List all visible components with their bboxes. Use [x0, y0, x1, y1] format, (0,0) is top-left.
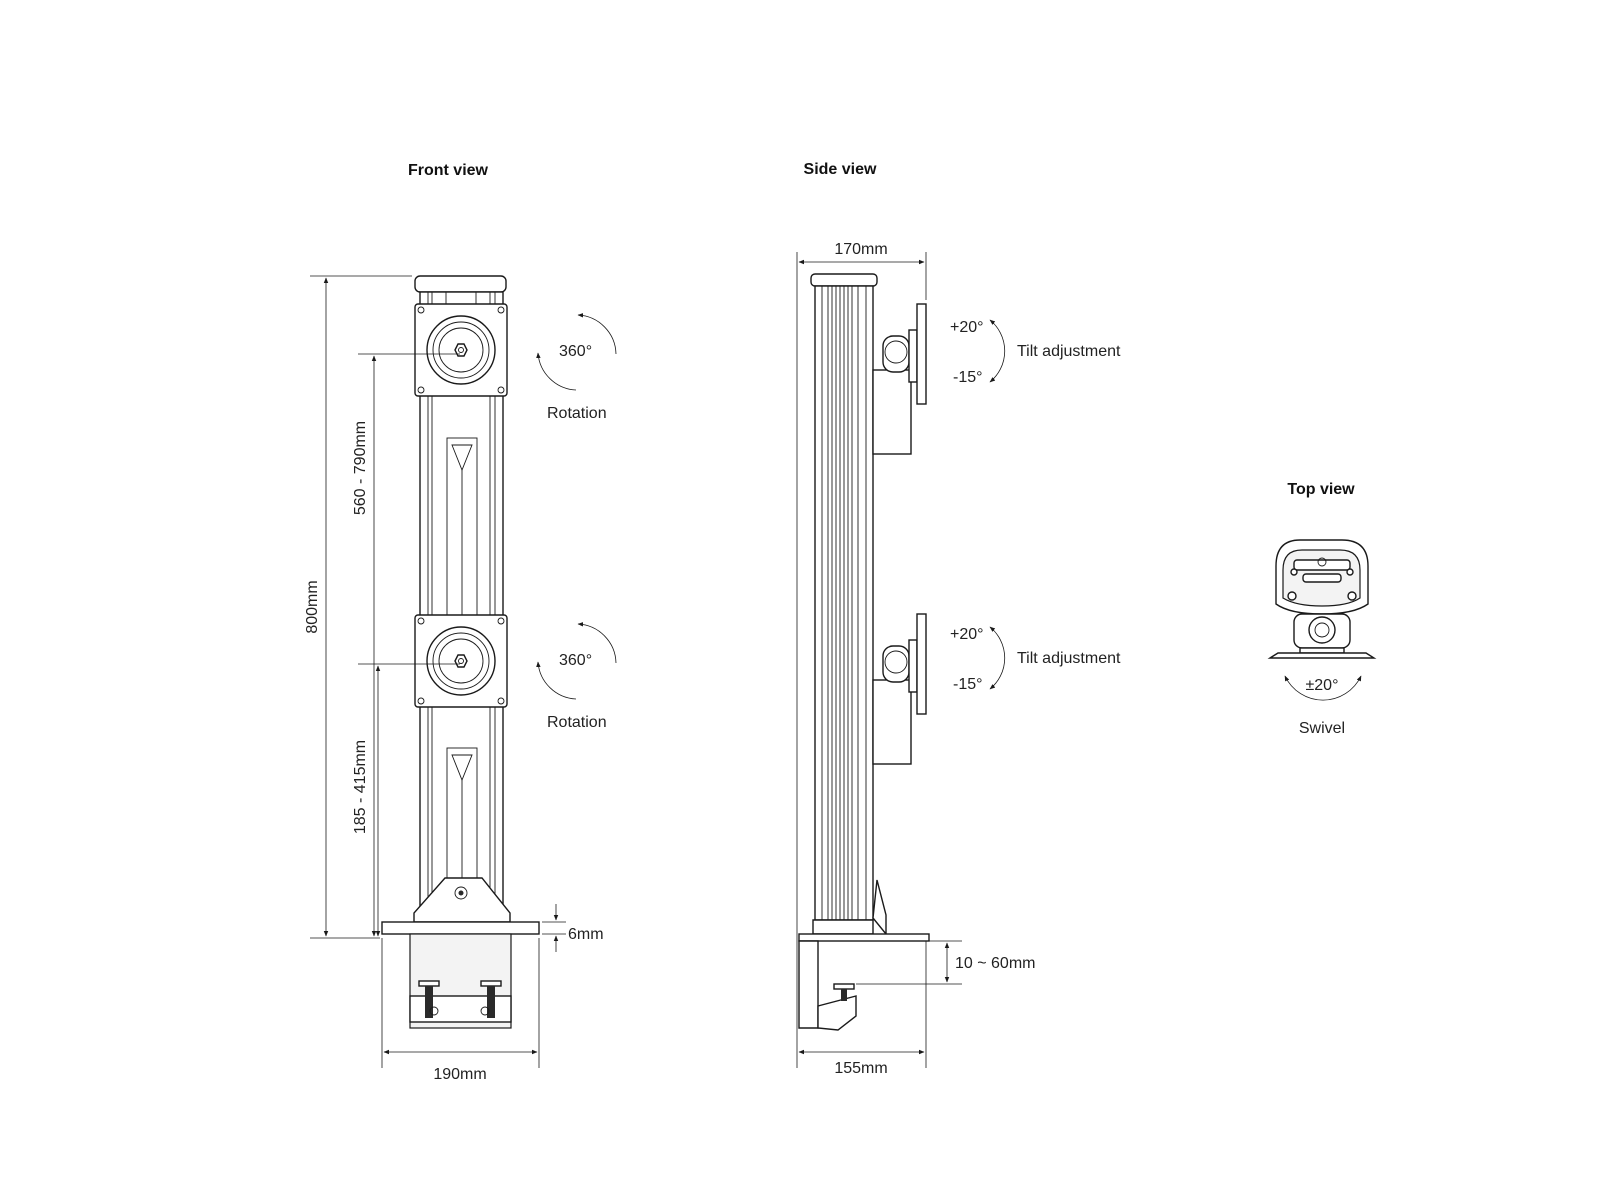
lower-rotation-arrow	[577, 622, 617, 664]
front-height-dimension	[310, 275, 412, 939]
upper-rotation-arrow	[577, 313, 617, 355]
lower-rotation-angle: 360°	[559, 652, 592, 669]
front-lower-range-label: 185 - 415mm	[352, 740, 369, 834]
front-lower-vesa-plate	[414, 614, 508, 708]
top-view-title: Top view	[1287, 481, 1355, 498]
side-view: Side view	[796, 161, 1121, 1077]
front-upper-vesa-plate	[414, 303, 508, 397]
lower-tilt-plus: +20°	[950, 626, 984, 643]
side-bottom-width-dimension	[798, 941, 927, 1068]
side-top-width-dimension	[796, 252, 927, 1068]
lower-rotation-arrow-lower	[536, 661, 577, 700]
front-column	[381, 275, 540, 1029]
front-width-label: 190mm	[433, 1066, 486, 1083]
upper-rotation-angle: 360°	[559, 343, 592, 360]
front-upper-range-dimension	[358, 353, 460, 937]
swivel-label: Swivel	[1299, 720, 1345, 737]
side-bottom-width-label: 155mm	[834, 1060, 887, 1077]
upper-tilt-label: Tilt adjustment	[1017, 343, 1121, 360]
side-top-width-label: 170mm	[834, 241, 887, 258]
front-upper-range-label: 560 - 790mm	[352, 421, 369, 515]
swivel-arrow	[1284, 675, 1362, 701]
lower-tilt-arrow	[989, 626, 1006, 690]
upper-rotation-label: Rotation	[547, 405, 607, 422]
front-height-label: 800mm	[304, 580, 321, 633]
upper-tilt-minus: -15°	[953, 369, 983, 386]
front-view: Front view	[304, 162, 617, 1083]
side-lower-tilt-head	[872, 613, 927, 765]
lower-rotation-label: Rotation	[547, 714, 607, 731]
swivel-angle: ±20°	[1306, 677, 1339, 694]
front-view-title: Front view	[408, 162, 489, 179]
upper-tilt-arrow	[989, 319, 1006, 383]
lower-tilt-minus: -15°	[953, 676, 983, 693]
side-clamp-range-label: 10 ~ 60mm	[955, 955, 1035, 972]
side-column	[798, 273, 930, 1031]
front-lower-range-dimension	[358, 663, 460, 937]
front-base-thickness-label: 6mm	[568, 926, 604, 943]
upper-rotation-arrow-lower	[536, 352, 577, 391]
top-view-drawing	[1267, 539, 1377, 659]
side-view-title: Side view	[804, 161, 877, 178]
side-clamp-range-dimension	[856, 940, 962, 985]
lower-tilt-label: Tilt adjustment	[1017, 650, 1121, 667]
front-width-dimension	[381, 938, 540, 1068]
top-view: Top view ±20° Swivel	[1267, 481, 1377, 737]
side-upper-tilt-head	[872, 303, 927, 455]
upper-tilt-plus: +20°	[950, 319, 984, 336]
front-base-thickness-dimension	[542, 904, 566, 952]
